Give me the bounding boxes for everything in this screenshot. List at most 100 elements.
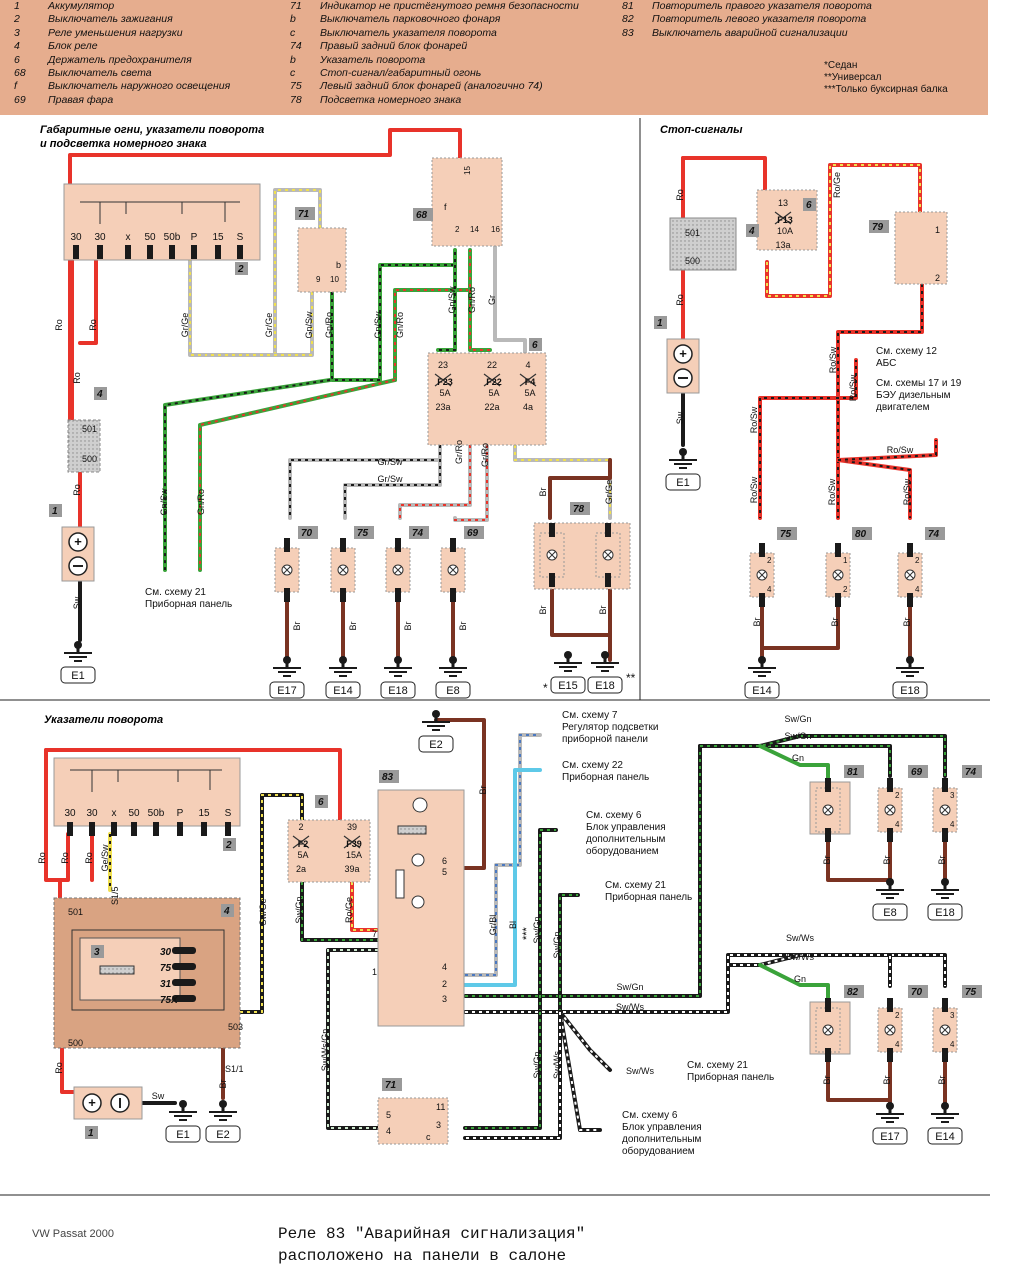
wire-label-sw-ws: Sw/Ws <box>786 933 814 943</box>
ground-e2-turn-node <box>219 1100 227 1108</box>
ref-scheme21-b-line: См. схему 21 <box>605 880 666 891</box>
ignition-pin <box>125 245 131 259</box>
component-79-tag-bg <box>869 220 889 233</box>
legend-item-text: Указатель поворота <box>320 53 426 66</box>
wire-bl-83 <box>463 768 542 987</box>
legend-item-text: Выключатель света <box>48 67 152 79</box>
wire-label-sw-gn: Sw/Gn <box>532 1051 542 1078</box>
wire-label-gr-ro: Gr/Ro <box>454 440 464 464</box>
lamp-75-turn-pin-label: 3 <box>950 1011 955 1020</box>
lamp-75-parking-pin-bottom <box>340 588 346 602</box>
wires-layer <box>44 128 947 1140</box>
wire-sw-ws-71 <box>463 1010 562 1140</box>
ground-e1-stop-label: E1 <box>676 477 689 489</box>
component-6-stop-tag-bg <box>803 198 816 211</box>
ground-e14-top-label: E14 <box>333 685 353 697</box>
legend-item-number: f <box>14 80 17 93</box>
wire-label-sw: Sw <box>72 596 82 609</box>
ref-scheme17-19-line: БЭУ дизельным <box>876 390 951 401</box>
ignition-turn-pin-label: 15 <box>198 808 210 819</box>
fuse-f2-in-pin: 2 <box>298 822 303 832</box>
legend-item-text: Правая фара <box>48 93 114 106</box>
component-75-turn-tag-bg <box>962 985 982 998</box>
ref-scheme6-bottom-line: Блок управления <box>622 1122 702 1133</box>
switch-68-f-label: f <box>444 202 447 212</box>
ignition-switch-2-linkage <box>80 201 240 224</box>
fuse-f2-name: F2 <box>298 839 309 849</box>
component-74-turn-tag: 74 <box>965 767 977 778</box>
wire-label-gn: Gn <box>792 753 804 763</box>
wire-br-81 <box>826 840 892 882</box>
fuse-f39-name: F39 <box>346 839 362 849</box>
ground-e1-turn-node <box>179 1100 187 1108</box>
note-estate: **Универсал <box>824 72 882 83</box>
section-title-turn: Указатели поворота <box>44 714 163 726</box>
ground-e18-b-box <box>587 676 623 694</box>
wire-ro-f13 <box>681 156 767 192</box>
ground-e2-hazard-node <box>432 710 440 718</box>
legend-item-text: Выключатель аварийной сигнализации <box>652 26 848 39</box>
ground-e2-turn-box <box>205 1125 241 1143</box>
wire-label-br: Br <box>882 1075 892 1084</box>
component-75-stop-tag: 75 <box>780 529 792 540</box>
legend-item-number: 81 <box>622 0 634 12</box>
wire-label-br: Br <box>902 617 912 626</box>
ref-scheme21-b-line: Приборная панель <box>605 891 692 903</box>
ignition-turn-pin <box>111 822 117 836</box>
ground-e8-turn-box <box>872 903 908 921</box>
wire-gn-sw-a <box>330 248 457 382</box>
ignition-pin <box>191 245 197 259</box>
lamp-78b-pin-top <box>605 523 611 537</box>
component-68-tag-bg <box>413 208 433 221</box>
ignition-turn-pin-label: S <box>225 808 232 819</box>
wire-ro-turn-battery <box>60 1046 76 1094</box>
ignition-pin-label: x <box>126 232 131 243</box>
wire-label-gr-sw: Gr/Sw <box>377 457 403 467</box>
switch-71-bottom-pin-3: 3 <box>436 1120 441 1130</box>
relay-3-frame <box>71 929 225 1011</box>
lamp-74-parking-pin-bottom <box>395 588 401 602</box>
components-layer <box>53 157 963 1145</box>
ignition-turn-pin <box>177 822 183 836</box>
note-sedan: *Седан <box>824 60 858 71</box>
wire-label-br: Br <box>830 617 840 626</box>
ignition-pin <box>147 245 153 259</box>
component-69-tag-bg <box>464 526 484 539</box>
ignition-pin <box>237 245 243 259</box>
component-4-tag: 4 <box>96 389 103 400</box>
lamp-78a-bulb-cross <box>548 551 556 559</box>
fuse-f23-out-pin: 23a <box>435 402 450 412</box>
component-74-stop-tag: 74 <box>928 529 940 540</box>
lamp-78b-bulb-cross <box>604 551 612 559</box>
ref-scheme21-c-line: См. схему 21 <box>687 1060 748 1071</box>
lamp-70-parking-bulb-cross <box>283 566 291 574</box>
lamp-82-pin-top <box>825 998 831 1012</box>
legend-item-text: Аккумулятор <box>48 0 115 12</box>
footer-note-line-1: Реле 83 "Аварийная сигнализация" <box>278 1225 586 1243</box>
component-75-stop-tag-bg <box>777 527 797 540</box>
ground-e18-b-label: E18 <box>595 680 615 692</box>
ground-e14-stop-node <box>758 656 766 664</box>
legend-item-number: 78 <box>290 93 302 106</box>
legend-item-text: Стоп-сигнал/габаритный огонь <box>320 67 482 79</box>
wire-gr-ge-78 <box>513 443 612 520</box>
lamp-74-parking-pin-top <box>395 538 401 552</box>
hazard-warning-icon <box>412 797 428 813</box>
lamp-74-stop-pin-top <box>907 543 913 557</box>
relay-4-box-top <box>67 419 101 473</box>
switch-71-pin-10: 10 <box>330 275 339 284</box>
ground-e18-top-node <box>394 656 402 664</box>
wire-label-ro: Ro <box>675 189 685 201</box>
component-69-turn-tag: 69 <box>911 767 923 778</box>
ground-e2-turn-label: E2 <box>216 1129 229 1141</box>
hazard-switch-83-pin-6: 6 <box>442 856 447 866</box>
ground-e14-stop-label: E14 <box>752 685 772 697</box>
lamp-78b-pin-bottom <box>605 573 611 587</box>
